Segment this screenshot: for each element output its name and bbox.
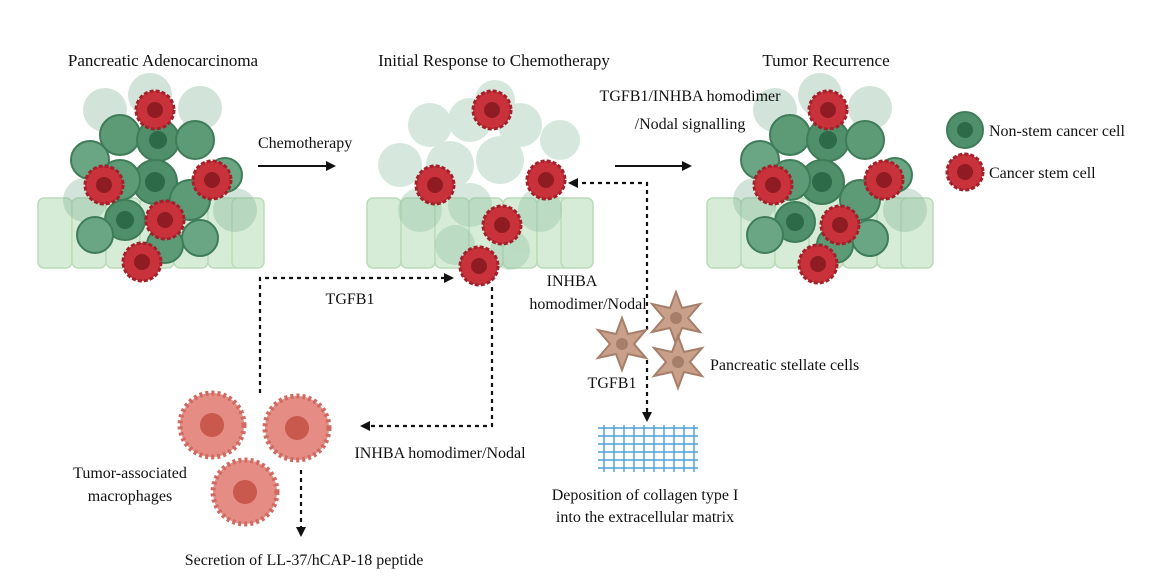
title-tumor-recurrence: Tumor Recurrence bbox=[762, 51, 889, 70]
signalling-label-line2: /Nodal signalling bbox=[635, 116, 746, 133]
tumor-middle bbox=[366, 80, 594, 287]
tumor-middle-stem-cells bbox=[414, 89, 567, 287]
inhba-bottom-label: INHBA homodimer/Nodal bbox=[354, 445, 526, 462]
collagen-label-line2: into the extracellular matrix bbox=[556, 509, 734, 526]
inhba-stellate-to-tumor-arrow bbox=[568, 178, 649, 330]
tumor-associated-macrophages bbox=[177, 390, 332, 527]
title-pancreatic-adenocarcinoma: Pancreatic Adenocarcinoma bbox=[68, 51, 259, 70]
pancreatic-stellate-label: Pancreatic stellate cells bbox=[710, 357, 859, 374]
tumor-right-stem-cells bbox=[752, 89, 905, 285]
pancreatic-stellate-cells bbox=[595, 289, 705, 391]
inhba-mid-label-line2: homodimer/Nodal bbox=[529, 296, 647, 313]
inhba-tumor-to-macrophage-arrow bbox=[360, 287, 494, 431]
tumor-right bbox=[706, 73, 934, 285]
tgfb1-macrophage-label: TGFB1 bbox=[326, 291, 375, 308]
legend: Non-stem cancer cell Cancer stem cell bbox=[945, 111, 1125, 192]
title-initial-response: Initial Response to Chemotherapy bbox=[378, 51, 610, 70]
tgfb1-macrophage-arrow bbox=[258, 273, 454, 393]
tam-label-line2: macrophages bbox=[88, 488, 172, 505]
secretion-label: Secretion of LL-37/hCAP-18 peptide bbox=[185, 552, 424, 569]
legend-stem-label: Cancer stem cell bbox=[989, 165, 1096, 182]
tumor-left-stem-cells bbox=[83, 89, 233, 283]
signalling-label-line1: TGFB1/INHBA homodimer bbox=[600, 88, 782, 105]
inhba-mid-label-line1: INHBA bbox=[547, 273, 598, 290]
epithelium-middle bbox=[366, 197, 594, 269]
tumor-left bbox=[37, 73, 265, 283]
tgfb1-stellate-label: TGFB1 bbox=[588, 375, 637, 392]
collagen-label-line1: Deposition of collagen type I bbox=[552, 487, 739, 504]
legend-non-stem-label: Non-stem cancer cell bbox=[989, 123, 1125, 140]
chemotherapy-label: Chemotherapy bbox=[258, 135, 352, 152]
tam-label-line1: Tumor-associated bbox=[73, 465, 187, 482]
collagen-mesh-icon bbox=[598, 425, 698, 472]
